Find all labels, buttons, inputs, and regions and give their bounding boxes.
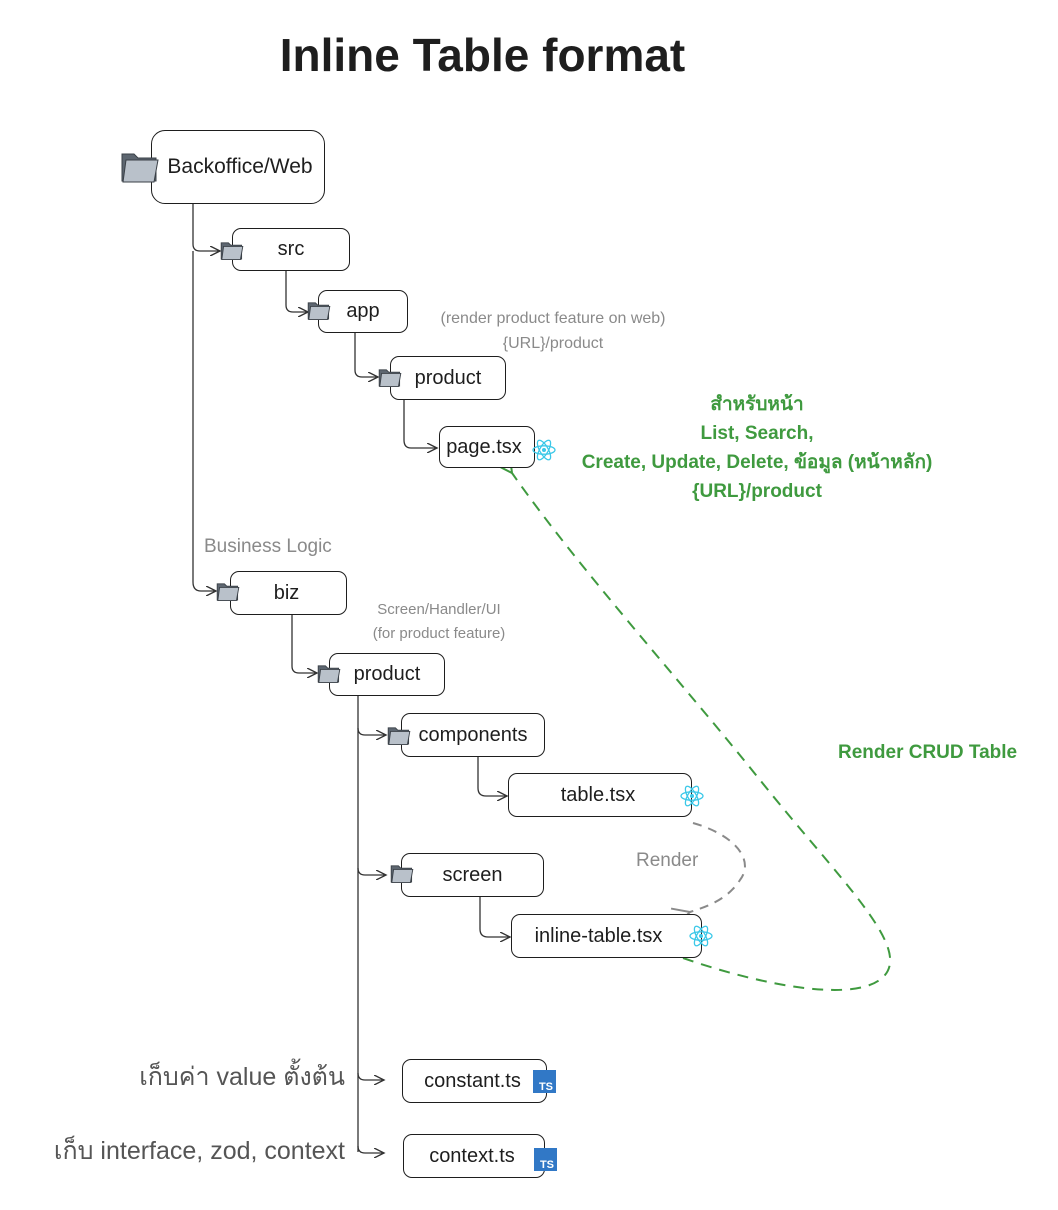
node-label: app [346,300,380,322]
node-context-ts: context.ts [403,1134,545,1178]
render-crud-label: Render CRUD Table [838,742,1018,763]
biz-note: Screen/Handler/UI (for product feature) [356,598,522,646]
biz-note-line1: Screen/Handler/UI [377,601,501,618]
node-backoffice-web: Backoffice/Web [151,130,325,204]
connector-product-page [403,400,437,448]
node-label: components [418,723,528,746]
react-icon [532,439,556,461]
app-note: (render product feature on web) {URL}/pr… [418,306,688,356]
biz-note-line2: (for product feature) [372,625,506,642]
connector-product-screen [357,867,386,875]
typescript-icon: TS [534,1148,557,1171]
page-description: สำหรับหน้า List, Search, Create, Update,… [557,390,957,506]
connector-src-app [285,271,308,312]
node-label: src [277,238,305,260]
node-label: product [353,663,421,685]
app-note-line1: (render product feature on web) [440,310,666,327]
node-label: inline-table.tsx [534,924,663,947]
node-label: biz [273,581,300,604]
render-label: Render [636,850,699,871]
page-description-line4: {URL}/product [692,481,822,502]
page-description-line1: สำหรับหน้า [710,394,804,415]
connector-product-components [357,727,386,735]
node-label: context.ts [429,1144,515,1167]
node-label: Backoffice/Web [167,155,313,178]
ts-badge-text: TS [539,1081,553,1093]
page-description-line2: List, Search, [700,423,814,444]
node-biz-product: product [329,653,445,696]
app-note-line2: {URL}/product [502,335,604,352]
render-crud-arrow [494,453,892,991]
typescript-icon: TS [533,1070,556,1093]
page-title: Inline Table format [279,29,686,81]
node-page-tsx: page.tsx [439,426,535,468]
node-app: app [318,290,408,333]
node-app-product: product [390,356,506,400]
node-screen: screen [401,853,544,897]
folder-icon [387,727,411,746]
node-biz: biz [230,571,347,615]
connector-biz-product [291,615,317,673]
folder-icon [378,369,402,388]
connector-components-table [477,757,507,796]
page-description-line3: Create, Update, Delete, ข้อมูล (หน้าหลัก… [581,452,933,473]
connector-backoffice-biz [192,251,216,591]
node-inline-table-tsx: inline-table.tsx [511,914,702,958]
folder-icon [390,865,414,884]
render-arrow [670,822,746,927]
context-side-label: เก็บ interface, zod, context [53,1137,345,1165]
node-label: screen [442,863,503,886]
node-constant-ts: constant.ts [402,1059,547,1103]
node-table-tsx: table.tsx [508,773,692,817]
folder-icon [216,583,240,602]
node-label: constant.ts [424,1069,521,1092]
business-logic-label: Business Logic [204,536,332,557]
node-label: table.tsx [560,783,636,806]
ts-badge-text: TS [540,1159,554,1171]
connector-app-product [354,333,378,377]
node-label: page.tsx [446,435,522,458]
react-icon [680,785,704,807]
folder-icon [220,242,244,261]
folder-icon [307,302,331,321]
constant-side-label: เก็บค่า value ตั้งต้น [139,1063,345,1091]
react-icon [689,925,713,947]
node-components: components [401,713,545,757]
node-label: product [414,366,482,389]
node-src: src [232,228,350,271]
folder-icon [121,153,159,183]
connector-screen-inline [479,897,510,937]
connector-product-constant [357,1072,384,1080]
connector-product-context [357,1145,384,1153]
connector-backoffice-src [192,204,220,251]
folder-icon [317,665,341,684]
